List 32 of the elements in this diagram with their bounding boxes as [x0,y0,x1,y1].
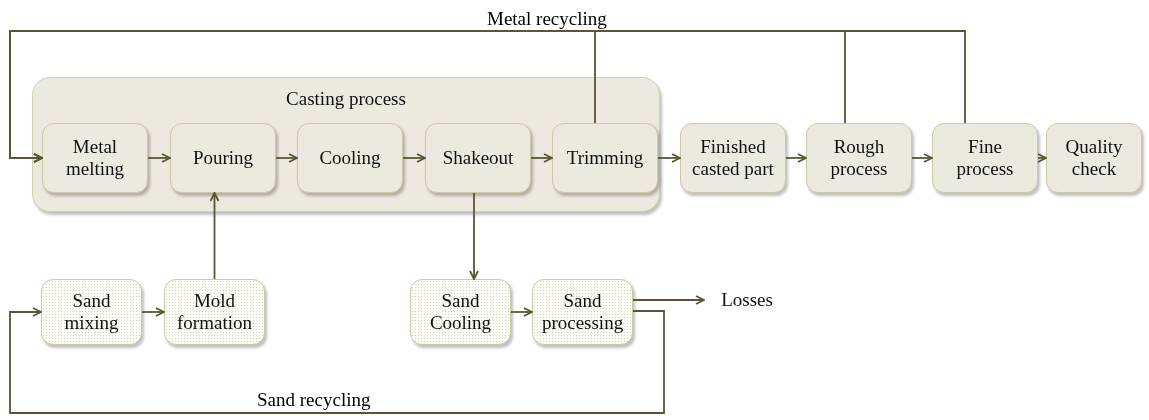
arrow [657,153,681,163]
edge-label: Metal recycling [485,9,609,30]
arrow [402,153,426,163]
group-container [32,77,660,212]
process-box: Trimming [552,123,658,193]
process-box: Rough process [806,123,912,193]
edge-label: Sand recycling [255,390,373,411]
process-box: Fine process [932,123,1038,193]
arrow [275,153,298,163]
process-box: Metal melting [42,123,148,193]
process-box: Sand Cooling [410,279,511,345]
process-box: Finished casted part [680,123,786,193]
arrow [632,295,705,305]
process-box: Mold formation [164,279,265,345]
process-box: Shakeout [425,123,531,193]
arrow [530,153,553,163]
process-box: Quality check [1046,123,1142,193]
arrow [147,153,171,163]
process-box: Cooling [297,123,403,193]
arrow [911,153,933,163]
arrow [141,307,165,317]
arrow [209,192,220,280]
process-box: Pouring [170,123,276,193]
process-box: Sand mixing [41,279,142,345]
arrow [469,192,479,280]
arrow [9,307,665,414]
arrow [785,153,807,163]
arrow [510,307,533,317]
output-label: Losses [712,288,782,312]
arrow [1037,153,1047,163]
process-box: Sand processing [532,279,633,345]
group-title: Casting process [285,88,407,110]
